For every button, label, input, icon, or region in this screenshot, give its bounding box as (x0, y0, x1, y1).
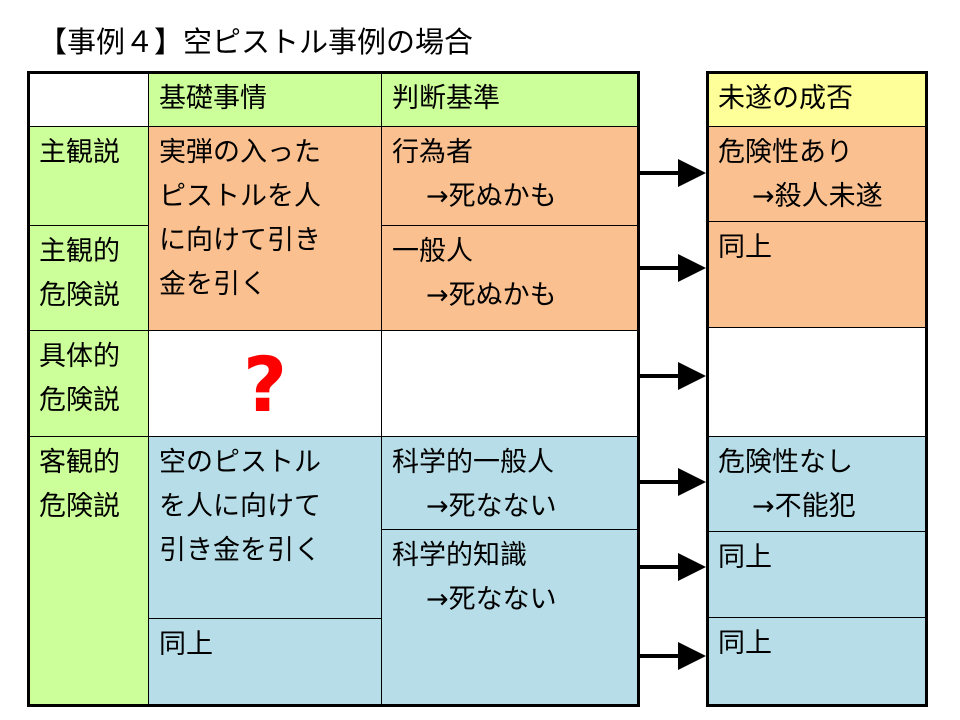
result-same-2-label: 同上 (718, 542, 772, 573)
circumstance-unknown-cell (148, 330, 382, 437)
arrow-objective-scientific-person (640, 468, 706, 496)
question-mark: ? (242, 340, 288, 429)
result-same-3-label: 同上 (718, 628, 772, 659)
result-danger-yes-line2: →殺人未遂 (752, 181, 883, 212)
arrow-concrete-danger (640, 362, 706, 390)
circumstance-real-gun: 実弾の入った ピストルを人 に向けて引き 金を引く (148, 126, 382, 331)
criterion-scientific-knowledge-line1: 科学的知識 (392, 540, 527, 571)
theory-concrete-danger-line1: 具体的 (39, 341, 120, 372)
circumstance-empty-gun-line3: 引き金を引く (159, 535, 321, 566)
theory-subjective-danger-line2: 危険説 (39, 280, 120, 311)
theory-subjective-label: 主観説 (39, 137, 120, 168)
arrow-objective-scientific-knowledge (640, 553, 706, 581)
header-corner-cell (28, 72, 149, 127)
criterion-ordinary-person-line1: 一般人 (392, 236, 473, 267)
diagram-title: 【事例４】空ピストル事例の場合 (38, 25, 474, 59)
criterion-actor: 行為者 →死ぬかも (381, 126, 639, 226)
result-same-1-label: 同上 (718, 232, 772, 263)
result-same-1: 同上 (707, 221, 927, 328)
arrow-subjective-danger (640, 254, 706, 282)
criterion-scientific-person-line2: →死なない (426, 491, 557, 522)
criterion-actor-line2: →死ぬかも (426, 181, 557, 212)
arrow-objective-same (640, 642, 706, 670)
criterion-scientific-knowledge-line2: →死なない (426, 584, 557, 615)
result-danger-no: 危険性なし →不能犯 (707, 436, 927, 532)
theory-concrete-danger-line2: 危険説 (39, 385, 120, 416)
circumstance-empty-gun-line1: 空のピストル (159, 447, 321, 478)
theory-objective-danger-line1: 客観的 (39, 447, 120, 478)
criterion-ordinary-person-line2: →死ぬかも (426, 280, 557, 311)
theory-objective-danger-line2: 危険説 (39, 491, 120, 522)
criterion-ordinary-person: 一般人 →死ぬかも (381, 225, 639, 331)
circumstance-real-gun-line1: 実弾の入った (159, 137, 321, 168)
header-result: 未遂の成否 (707, 72, 927, 127)
result-danger-yes: 危険性あり →殺人未遂 (707, 126, 927, 222)
criterion-scientific-person: 科学的一般人 →死なない (381, 436, 639, 530)
header-result-label: 未遂の成否 (718, 83, 853, 114)
criterion-scientific-person-line1: 科学的一般人 (392, 447, 554, 478)
circumstance-real-gun-line3: に向けて引き (159, 225, 321, 256)
theory-objective-danger: 客観的 危険説 (28, 436, 149, 706)
circumstance-real-gun-line4: 金を引く (159, 269, 267, 300)
result-concrete-blank (707, 327, 927, 437)
result-danger-no-line1: 危険性なし (718, 447, 853, 478)
header-criterion-label: 判断基準 (392, 83, 500, 114)
circumstance-same-label: 同上 (159, 629, 213, 660)
theory-subjective-danger: 主観的 危険説 (28, 225, 149, 331)
circumstance-real-gun-line2: ピストルを人 (159, 181, 321, 212)
result-danger-no-line2: →不能犯 (752, 491, 856, 522)
circumstance-empty-gun-line2: を人に向けて (159, 491, 321, 522)
circumstance-same: 同上 (148, 618, 382, 706)
header-circumstances-label: 基礎事情 (159, 83, 267, 114)
result-same-3: 同上 (707, 617, 927, 706)
theory-concrete-danger: 具体的 危険説 (28, 330, 149, 437)
criterion-actor-line1: 行為者 (392, 137, 473, 168)
theory-subjective-danger-line1: 主観的 (39, 236, 120, 267)
circumstance-empty-gun: 空のピストル を人に向けて 引き金を引く (148, 436, 382, 619)
arrow-subjective (640, 159, 706, 187)
result-danger-yes-line1: 危険性あり (718, 137, 853, 168)
header-criterion: 判断基準 (381, 72, 639, 127)
